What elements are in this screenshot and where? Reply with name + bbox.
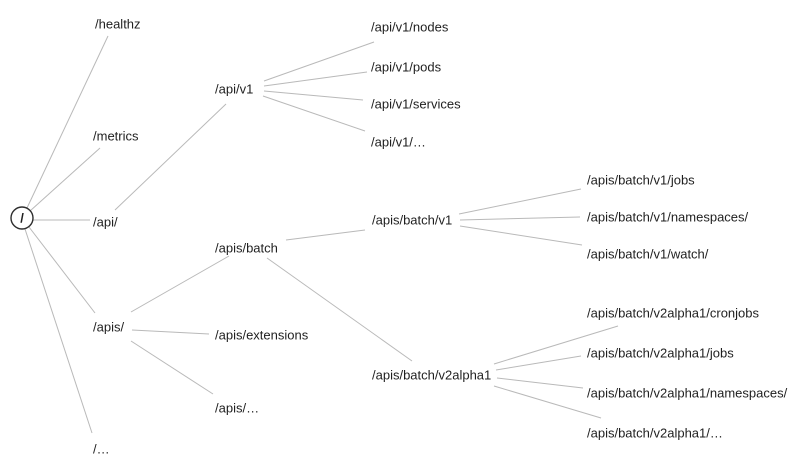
edge-apis-batch-to-batch-v2alpha1	[266, 257, 413, 362]
root-node-label: /	[20, 211, 24, 226]
edge-root-to-apis	[28, 226, 96, 314]
edge-apis-to-apis-extensions	[131, 329, 210, 335]
edge-batch-v2alpha1-to-v2alpha1-namespaces	[496, 377, 584, 389]
node-label-apis-more: /apis/…	[215, 401, 259, 416]
node-label-api: /api/	[93, 215, 118, 230]
edge-batch-v2alpha1-to-v2alpha1-jobs	[495, 355, 582, 371]
edge-batch-v2alpha1-to-v2alpha1-more	[493, 385, 602, 419]
edge-batch-v1-to-batch-v1-watch	[459, 225, 583, 246]
node-label-batch-v1-watch: /apis/batch/v1/watch/	[587, 247, 709, 262]
edge-root-to-metrics	[29, 147, 101, 212]
node-label-api-v1-nodes: /api/v1/nodes	[371, 20, 449, 35]
edge-batch-v2alpha1-to-v2alpha1-cronjobs	[493, 325, 619, 365]
root-node-circle	[10, 206, 34, 230]
edge-apis-batch-to-batch-v1	[285, 229, 366, 241]
node-label-healthz: /healthz	[95, 17, 141, 32]
edge-api-v1-to-api-v1-pods	[263, 71, 368, 87]
node-label-api-v1: /api/v1	[215, 82, 253, 97]
node-label-batch-v1-namespaces: /apis/batch/v1/namespaces/	[587, 210, 749, 225]
node-label-apis-batch: /apis/batch	[215, 241, 278, 256]
node-label-v2alpha1-namespaces: /apis/batch/v2alpha1/namespaces/	[587, 386, 788, 401]
node-label-metrics: /metrics	[93, 129, 139, 144]
edge-api-v1-to-api-v1-nodes	[263, 41, 375, 82]
node-label-v2alpha1-jobs: /apis/batch/v2alpha1/jobs	[587, 346, 734, 361]
node-label-batch-v2alpha1: /apis/batch/v2alpha1	[372, 368, 491, 383]
edge-apis-to-apis-more	[130, 340, 214, 395]
edge-root-to-healthz	[26, 35, 109, 209]
node-label-api-v1-services: /api/v1/services	[371, 97, 461, 112]
edge-batch-v1-to-batch-v1-namespaces	[459, 216, 581, 221]
edge-api-v1-to-api-v1-services	[263, 90, 364, 101]
node-label-root-more: /…	[93, 442, 110, 457]
node-label-apis: /apis/	[93, 320, 124, 335]
node-label-batch-v1: /apis/batch/v1	[372, 213, 452, 228]
edge-apis-to-apis-batch	[130, 255, 230, 313]
edge-api-v1-to-api-v1-more	[262, 95, 366, 132]
edge-batch-v1-to-batch-v1-jobs	[458, 188, 582, 215]
node-label-apis-extensions: /apis/extensions	[215, 328, 309, 343]
node-label-v2alpha1-more: /apis/batch/v2alpha1/…	[587, 426, 723, 441]
edge-api-to-api-v1	[114, 103, 227, 211]
node-label-v2alpha1-cronjobs: /apis/batch/v2alpha1/cronjobs	[587, 306, 760, 321]
node-label-api-v1-pods: /api/v1/pods	[371, 60, 442, 75]
node-label-api-v1-more: /api/v1/…	[371, 135, 426, 150]
node-label-batch-v1-jobs: /apis/batch/v1/jobs	[587, 173, 695, 188]
edge-root-to-root-more	[24, 228, 93, 434]
